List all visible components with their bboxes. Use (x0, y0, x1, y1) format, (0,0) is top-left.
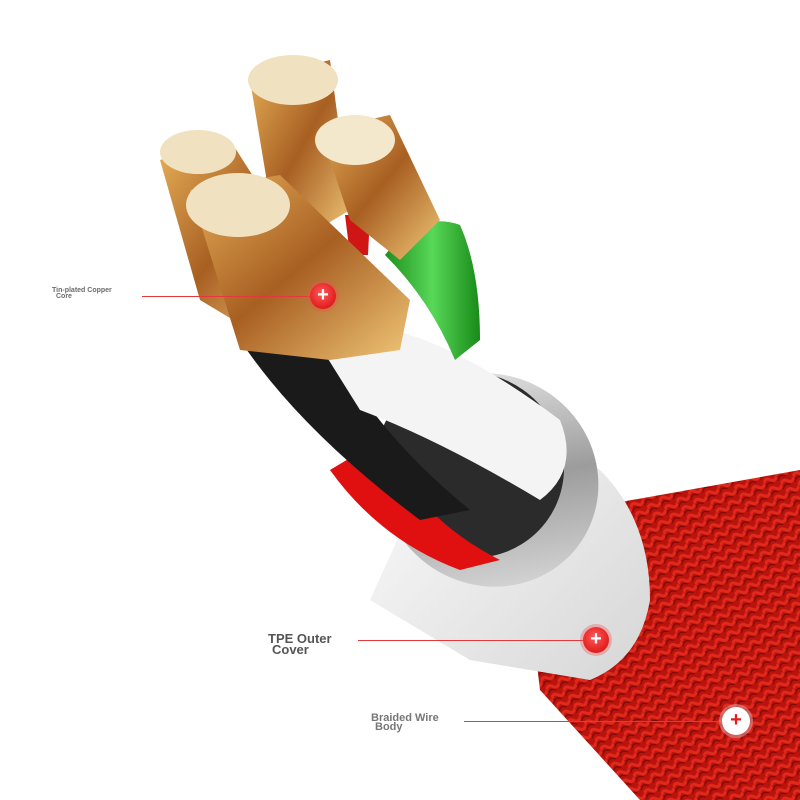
callout-label-line2: Body (375, 721, 403, 734)
plus-icon: + (730, 709, 742, 731)
green-wire (385, 221, 480, 360)
callout-label-copper-core: Tin-plated Copper Core (52, 287, 112, 300)
callout-label-line2: Cover (272, 642, 309, 658)
hotspot-tpe-cover[interactable]: + (583, 627, 609, 653)
callout-label-tpe-cover: TPE Outer Cover (268, 631, 332, 658)
callout-label-line1: TPE Outer (268, 631, 332, 646)
plus-icon: + (317, 284, 329, 306)
hotspot-copper-core[interactable]: + (310, 283, 336, 309)
plus-icon: + (590, 628, 602, 650)
hotspot-braided-body[interactable]: + (722, 707, 750, 735)
callout-label-line1: Tin-plated Copper (52, 287, 112, 294)
callout-label-line1: Braided Wire (371, 712, 439, 724)
leader-line-tpe-cover (358, 640, 583, 641)
copper-strands (160, 55, 440, 360)
callout-label-line2: Core (56, 292, 72, 300)
callout-label-braided-body: Braided Wire Body (371, 712, 439, 734)
leader-line-braided-body (464, 721, 722, 722)
inner-wires (240, 320, 567, 570)
leader-line-copper-core (142, 296, 310, 297)
